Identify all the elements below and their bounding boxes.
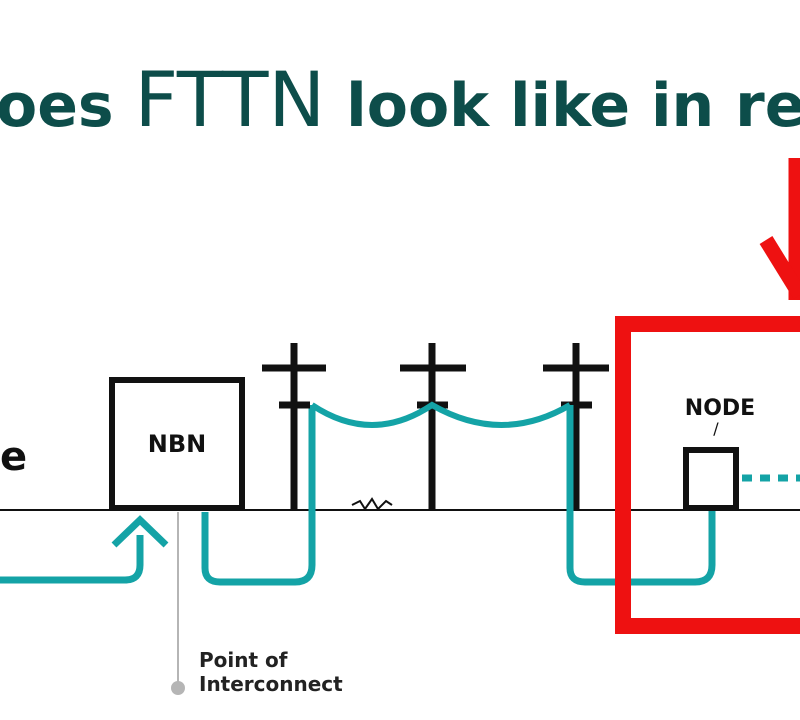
- nbn-box: [109, 377, 245, 511]
- pole-1: [262, 343, 326, 510]
- cable-pole-to-node: [566, 405, 716, 586]
- pole-3: [543, 343, 609, 510]
- arrow-down-icon: [759, 158, 800, 300]
- title-part-1: oes: [0, 71, 135, 141]
- node-pointer: /: [713, 419, 719, 438]
- cable-nbn-to-pole: [201, 405, 316, 586]
- title-part-3: look like in rea: [325, 71, 800, 141]
- title-fttn: FTTN: [135, 55, 326, 144]
- arrow-up-icon: [111, 515, 169, 548]
- highlight-box: [615, 316, 800, 634]
- nbn-label: NBN: [148, 430, 206, 458]
- left-partial-label: e: [0, 434, 27, 480]
- poi-label-line1: Point of: [199, 648, 288, 672]
- aerial-cable: [310, 401, 572, 428]
- pole-2: [400, 343, 466, 510]
- diagram-title: oes FTTN look like in rea: [0, 55, 800, 144]
- node-box: [683, 447, 739, 511]
- node-label: NODE: [685, 396, 755, 421]
- cable-to-nbn: [0, 535, 144, 584]
- poi-label-line2: Interconnect: [199, 672, 343, 696]
- poi-dot: [171, 681, 185, 695]
- zigzag-icon: [351, 497, 393, 511]
